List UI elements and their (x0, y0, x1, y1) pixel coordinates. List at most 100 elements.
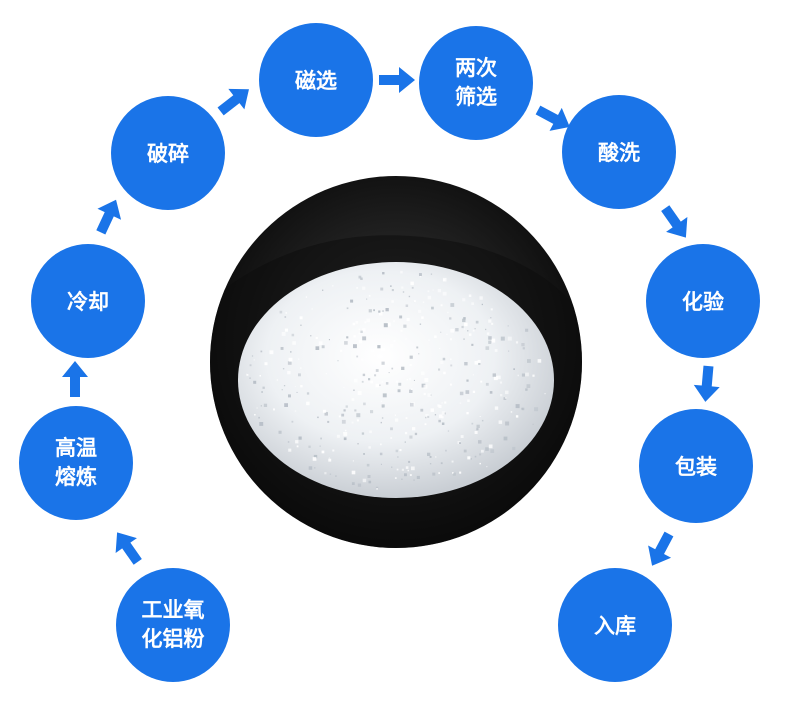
grain-sparkle (472, 374, 474, 376)
grain-sparkle (503, 436, 508, 441)
grain-sparkle (462, 298, 466, 302)
grain-sparkle (474, 328, 476, 330)
grain-sparkle (486, 332, 490, 335)
grain-sparkle (505, 421, 510, 426)
grain-sparkle (442, 291, 447, 296)
grain-sparkle (405, 304, 409, 307)
grain-sparkle (515, 404, 520, 409)
grain-sparkle (345, 405, 348, 408)
grain-sparkle (409, 474, 412, 476)
grain-sparkle (522, 347, 525, 350)
grain-sparkle (368, 309, 372, 313)
grain-sparkle (397, 389, 401, 393)
grain-sparkle (381, 404, 385, 408)
grain-sparkle (489, 391, 493, 394)
grain-sparkle (331, 285, 334, 287)
grain-sparkle (467, 456, 471, 460)
grain-sparkle (394, 418, 399, 422)
grain-sparkle (332, 449, 335, 452)
grain-sparkle (401, 468, 404, 471)
grain-sparkle (459, 471, 462, 474)
grain-sparkle (462, 318, 466, 323)
grain-sparkle (395, 449, 399, 453)
grain-sparkle (328, 458, 332, 462)
grain-sparkle (413, 479, 415, 481)
grain-sparkle (388, 372, 390, 374)
grain-sparkle (404, 441, 406, 443)
node-testing: 化验 (646, 244, 760, 358)
grain-sparkle (423, 384, 428, 389)
grain-sparkle (343, 386, 345, 388)
grain-sparkle (443, 371, 446, 375)
node-double-screening: 两次 筛选 (419, 26, 533, 140)
grain-sparkle (478, 440, 482, 444)
grain-sparkle (471, 343, 474, 346)
grain-sparkle (294, 386, 296, 387)
grain-sparkle (527, 359, 531, 363)
grain-sparkle (450, 303, 455, 307)
grain-sparkle (479, 453, 482, 456)
grain-sparkle (370, 348, 375, 353)
grain-sparkle (251, 355, 254, 357)
grain-sparkle (366, 298, 368, 300)
grain-sparkle (490, 317, 492, 319)
grain-sparkle (508, 350, 510, 352)
grain-sparkle (395, 380, 399, 383)
node-cooling: 冷却 (31, 244, 145, 358)
node-acid-washing: 酸洗 (562, 95, 676, 209)
grain-sparkle (476, 424, 480, 428)
grain-sparkle (464, 362, 468, 366)
node-smelt-line-2: 熔炼 (55, 465, 97, 489)
grain-sparkle (383, 323, 388, 328)
grain-sparkle (363, 453, 365, 455)
grain-sparkle (438, 404, 442, 408)
grain-sparkle (474, 361, 479, 365)
grain-sparkle (355, 321, 359, 324)
grain-sparkle (420, 408, 424, 412)
grain-sparkle (361, 380, 364, 383)
grain-sparkle (447, 311, 449, 314)
grain-sparkle (356, 355, 359, 358)
node-screen-line-1: 两次 (455, 56, 497, 80)
grain-sparkle (343, 437, 347, 441)
grain-sparkle (409, 435, 413, 439)
grain-sparkle (375, 369, 379, 372)
grain-sparkle (500, 394, 503, 397)
grain-sparkle (400, 270, 403, 274)
grain-sparkle (429, 463, 432, 465)
grain-sparkle (364, 321, 367, 324)
grain-sparkle (370, 380, 373, 384)
grain-sparkle (291, 333, 295, 337)
grain-sparkle (481, 303, 483, 306)
grain-sparkle (353, 335, 356, 338)
grain-sparkle (424, 423, 427, 426)
center-product-image (210, 176, 582, 548)
grain-sparkle (282, 368, 285, 370)
grain-sparkle (418, 309, 422, 313)
grain-sparkle (481, 419, 484, 422)
grain-sparkle (328, 339, 330, 341)
grain-sparkle (351, 470, 356, 475)
grain-sparkle (335, 475, 337, 477)
grain-sparkle (439, 414, 443, 418)
grain-sparkle (279, 310, 283, 314)
grain-sparkle (357, 443, 359, 445)
grain-sparkle (370, 410, 374, 414)
grain-sparkle (414, 432, 418, 436)
grain-sparkle (356, 359, 358, 361)
grain-sparkle (280, 347, 284, 350)
grain-sparkle (403, 324, 407, 328)
grain-sparkle (475, 320, 479, 324)
grain-sparkle (362, 336, 367, 341)
grain-sparkle (404, 431, 408, 435)
grain-sparkle (416, 346, 419, 349)
grain-sparkle (442, 277, 447, 282)
grain-sparkle (409, 355, 413, 359)
flow-arrow-2 (62, 361, 88, 397)
grain-sparkle (373, 354, 375, 356)
grain-sparkle (438, 419, 441, 423)
grain-sparkle (441, 402, 443, 404)
grain-sparkle (467, 399, 470, 402)
grain-sparkle (491, 342, 493, 344)
grain-sparkle (287, 371, 291, 375)
